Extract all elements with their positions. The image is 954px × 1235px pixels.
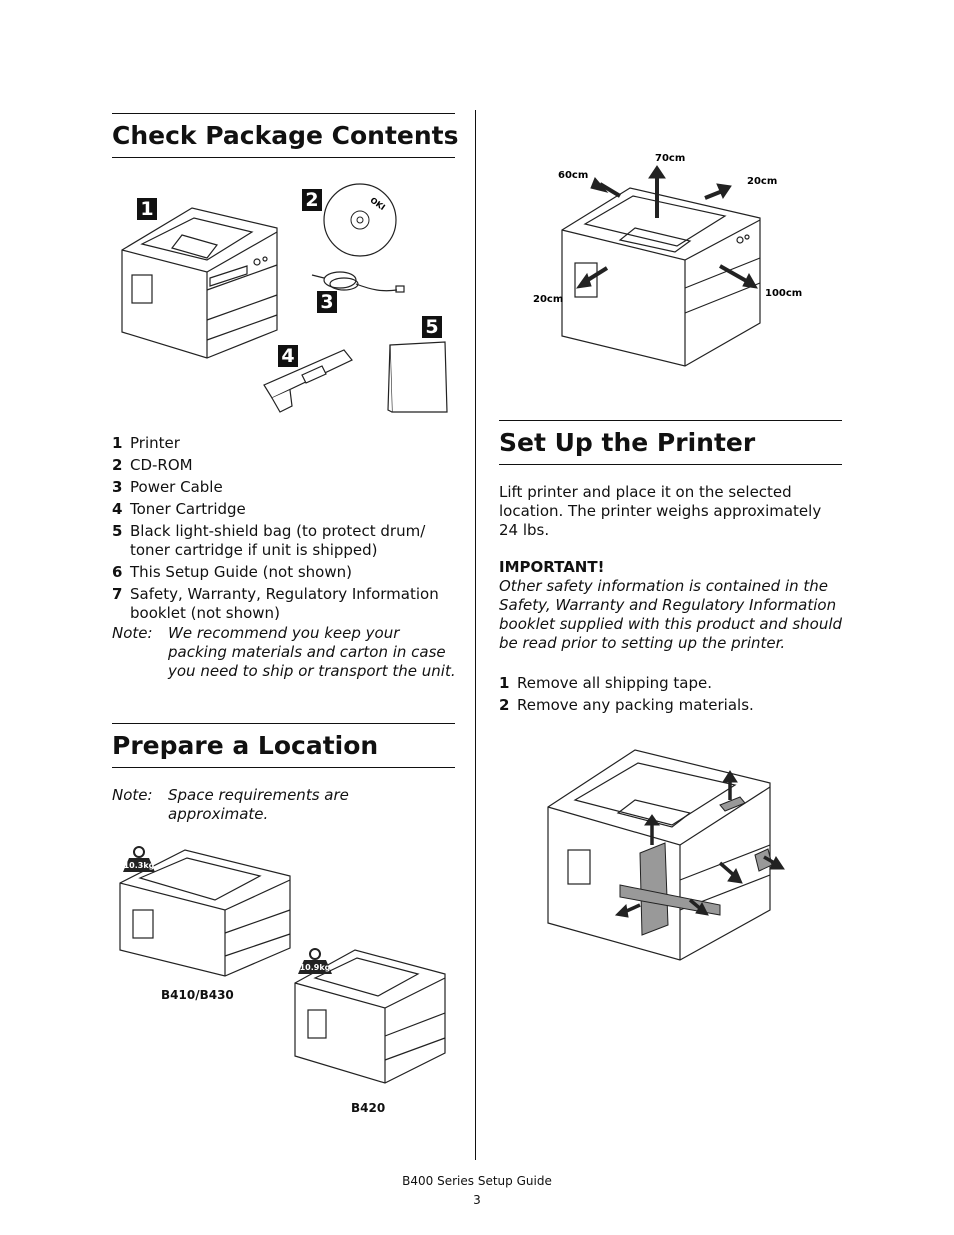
cd-rom-icon: OKI — [323, 183, 397, 257]
note-label: Note: — [112, 786, 153, 804]
badge-5: 5 — [422, 316, 442, 338]
heading-rule-top — [499, 420, 842, 421]
important-text: Other safety information is contained in… — [499, 577, 843, 652]
heading-prepare-location: Prepare a Location — [112, 731, 379, 760]
heading-rule-bottom — [112, 767, 455, 768]
heading-rule-top — [112, 113, 455, 114]
badge-2: 2 — [302, 189, 322, 211]
printer-illustration: 10.3kg — [119, 846, 291, 977]
toner-cartridge-icon — [263, 349, 353, 413]
package-contents-illustration: OKI 1 2 3 4 5 — [112, 180, 457, 420]
heading-rule-bottom — [499, 464, 842, 465]
page-number: 3 — [473, 1193, 481, 1207]
note-text: Space requirements are approximate. — [168, 786, 349, 823]
note-label: Note: — [112, 624, 153, 642]
printer-weight-illustration-a: 10.3kg — [115, 838, 295, 983]
power-cable-icon — [311, 271, 405, 293]
weight-label-b: 10.9kg — [300, 963, 331, 972]
printer-illustration: 10.9kg — [294, 948, 446, 1084]
printer-tape-diagram — [547, 749, 785, 961]
note-text: We recommend you keep your packing mater… — [168, 624, 456, 680]
contents-note: Note: We recommend you keep your packing… — [112, 624, 457, 681]
weight-label-a: 10.3kg — [124, 861, 155, 870]
setup-intro: Lift printer and place it on the selecte… — [499, 483, 822, 539]
important-label: IMPORTANT! — [499, 558, 605, 576]
badge-1: 1 — [137, 198, 157, 220]
badge-4: 4 — [278, 345, 298, 367]
printer-clearance-diagram: 70cm 60cm 20cm 20cm 100cm — [533, 153, 802, 367]
remove-tape-illustration — [540, 745, 790, 965]
heading-rule-top — [112, 723, 455, 724]
clearance-front-left-label: 20cm — [533, 294, 563, 305]
clearance-front-right-label: 100cm — [765, 288, 802, 299]
footer-title: B400 Series Setup Guide — [402, 1174, 552, 1188]
column-divider — [475, 110, 476, 1160]
heading-set-up-printer: Set Up the Printer — [499, 428, 756, 457]
removal-arrows — [614, 770, 785, 918]
heading-rule-bottom — [112, 157, 455, 158]
caption-b420: B420 — [351, 1101, 386, 1115]
clearance-left-label: 60cm — [558, 170, 588, 181]
clearance-right-label: 20cm — [747, 176, 777, 187]
clearance-illustration: 70cm 60cm 20cm 20cm 100cm — [525, 148, 825, 373]
location-note: Note: Space requirements are approximate… — [112, 786, 412, 824]
clearance-top-label: 70cm — [655, 153, 685, 164]
printer-weight-illustration-b: 10.9kg — [290, 938, 450, 1088]
caption-b410-b430: B410/B430 — [161, 988, 234, 1002]
badge-3: 3 — [317, 291, 337, 313]
heading-check-package-contents: Check Package Contents — [112, 121, 459, 150]
printer-illustration: OKI — [121, 183, 448, 413]
clearance-arrows — [575, 165, 758, 289]
booklet-icon — [387, 341, 448, 413]
